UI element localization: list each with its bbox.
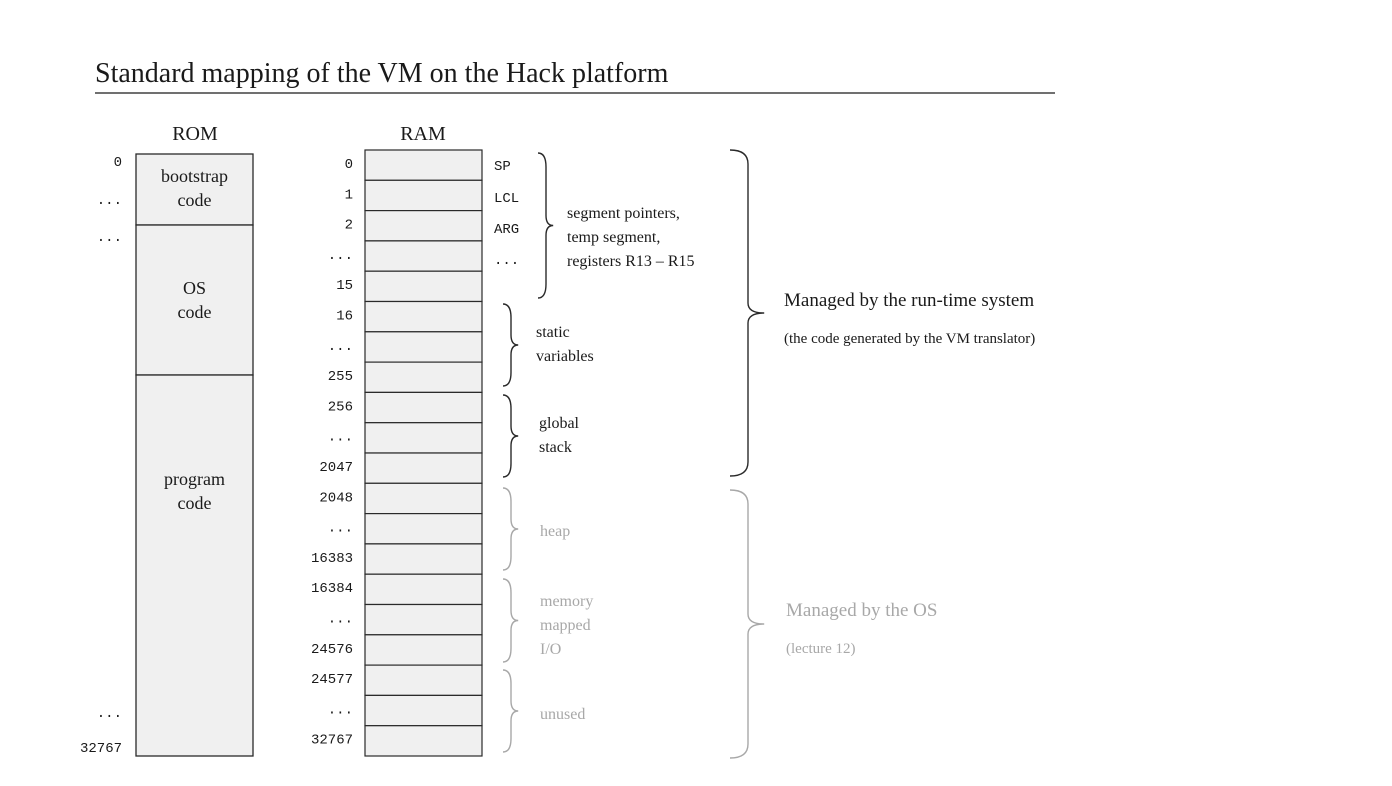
ram-cell bbox=[364, 664, 483, 696]
ram-cell bbox=[364, 300, 483, 333]
runtime-subtitle: (the code generated by the VM translator… bbox=[784, 331, 1035, 347]
ram-cell bbox=[364, 210, 483, 242]
management-regions: Managed by the run-time system (the code … bbox=[729, 149, 1035, 759]
rom-address-label: 0 bbox=[114, 155, 122, 171]
ram-cell bbox=[364, 452, 483, 484]
ram-cell bbox=[364, 512, 483, 545]
ram-address-label: 16384 bbox=[311, 581, 353, 597]
group-label: temp segment, bbox=[567, 229, 660, 246]
ram-cell bbox=[364, 543, 483, 575]
rom-block-label: bootstrap bbox=[161, 166, 228, 186]
ram-address-label: 256 bbox=[328, 399, 353, 415]
ram-header: RAM bbox=[400, 123, 446, 145]
group-label: unused bbox=[540, 706, 585, 723]
ram-address-label: 2 bbox=[345, 218, 353, 234]
ram-cell bbox=[364, 240, 483, 272]
ram-address-label: 16 bbox=[336, 309, 353, 325]
ram-address-label: 24577 bbox=[311, 672, 353, 688]
page-title: Standard mapping of the VM on the Hack p… bbox=[95, 58, 669, 89]
group-label: I/O bbox=[540, 641, 561, 658]
rom-address-label: ... bbox=[97, 706, 122, 722]
ram-address-label: ... bbox=[328, 702, 353, 718]
ram-cell bbox=[364, 725, 483, 757]
group-label: segment pointers, bbox=[567, 205, 680, 222]
ram-cell bbox=[364, 422, 483, 454]
register-name: SP bbox=[494, 159, 511, 175]
ram-address-label: 16383 bbox=[311, 551, 353, 567]
group-label: memory bbox=[540, 593, 593, 610]
os-subtitle: (lecture 12) bbox=[786, 641, 856, 657]
ram-address-label: ... bbox=[328, 430, 353, 446]
rom-header: ROM bbox=[172, 123, 218, 145]
ram-address-label: 2048 bbox=[319, 490, 353, 506]
ram-cell bbox=[364, 634, 483, 666]
ram-address-label: ... bbox=[328, 612, 353, 628]
os-title: Managed by the OS bbox=[786, 600, 937, 621]
ram-column: 0 1 2... 15 16... 255 256... 2047 2048... 16383 16… bbox=[311, 149, 519, 757]
rom-block-label: program bbox=[164, 469, 225, 489]
ram-address-label: ... bbox=[328, 521, 353, 537]
group-brace bbox=[537, 152, 554, 299]
ram-cell bbox=[364, 573, 483, 606]
ram-cell bbox=[364, 179, 483, 212]
rom-address-label: ... bbox=[97, 230, 122, 246]
register-name: ... bbox=[494, 253, 519, 269]
rom-block bbox=[135, 374, 254, 757]
register-name: LCL bbox=[494, 191, 519, 207]
ram-cell bbox=[364, 603, 483, 636]
ram-cell bbox=[364, 270, 483, 303]
group-label: variables bbox=[536, 348, 594, 365]
ram-cell bbox=[364, 391, 483, 424]
group-brace bbox=[502, 394, 519, 478]
ram-cell bbox=[364, 149, 483, 181]
ram-cell bbox=[364, 361, 483, 394]
group-label: heap bbox=[540, 523, 570, 540]
ram-address-label: 24576 bbox=[311, 642, 353, 658]
ram-cell bbox=[364, 482, 483, 515]
rom-block bbox=[135, 224, 254, 376]
group-brace bbox=[502, 487, 519, 571]
runtime-brace bbox=[729, 149, 765, 477]
ram-address-label: 0 bbox=[345, 157, 353, 173]
group-brace bbox=[502, 669, 519, 753]
segment-groups: segment pointers, temp segment, registers … bbox=[502, 152, 695, 753]
group-label: stack bbox=[539, 439, 572, 456]
ram-address-label: 32767 bbox=[311, 733, 353, 749]
os-brace bbox=[729, 489, 765, 759]
register-name: ARG bbox=[494, 222, 519, 238]
runtime-title: Managed by the run-time system bbox=[784, 290, 1034, 311]
group-label: static bbox=[536, 324, 570, 341]
ram-address-label: 1 bbox=[345, 187, 353, 203]
rom-address-label: ... bbox=[97, 193, 122, 209]
ram-address-label: 255 bbox=[328, 369, 353, 385]
ram-cell bbox=[364, 331, 483, 363]
ram-address-label: ... bbox=[328, 339, 353, 355]
group-label: registers R13 – R15 bbox=[567, 253, 695, 270]
rom-address-label: 32767 bbox=[80, 741, 122, 757]
rom-column: bootstrapcodeOScodeprogramcode0.........… bbox=[80, 153, 254, 757]
rom-block-label: OS bbox=[183, 278, 206, 298]
rom-block-label: code bbox=[178, 493, 212, 513]
ram-address-label: 15 bbox=[336, 278, 353, 294]
ram-cell bbox=[364, 694, 483, 727]
group-label: mapped bbox=[540, 617, 591, 634]
rom-block-label: code bbox=[178, 302, 212, 322]
ram-address-label: ... bbox=[328, 248, 353, 264]
ram-address-label: 2047 bbox=[319, 460, 353, 476]
group-brace bbox=[502, 303, 519, 387]
group-label: global bbox=[539, 415, 580, 432]
rom-block-label: code bbox=[178, 190, 212, 210]
group-brace bbox=[502, 578, 519, 663]
